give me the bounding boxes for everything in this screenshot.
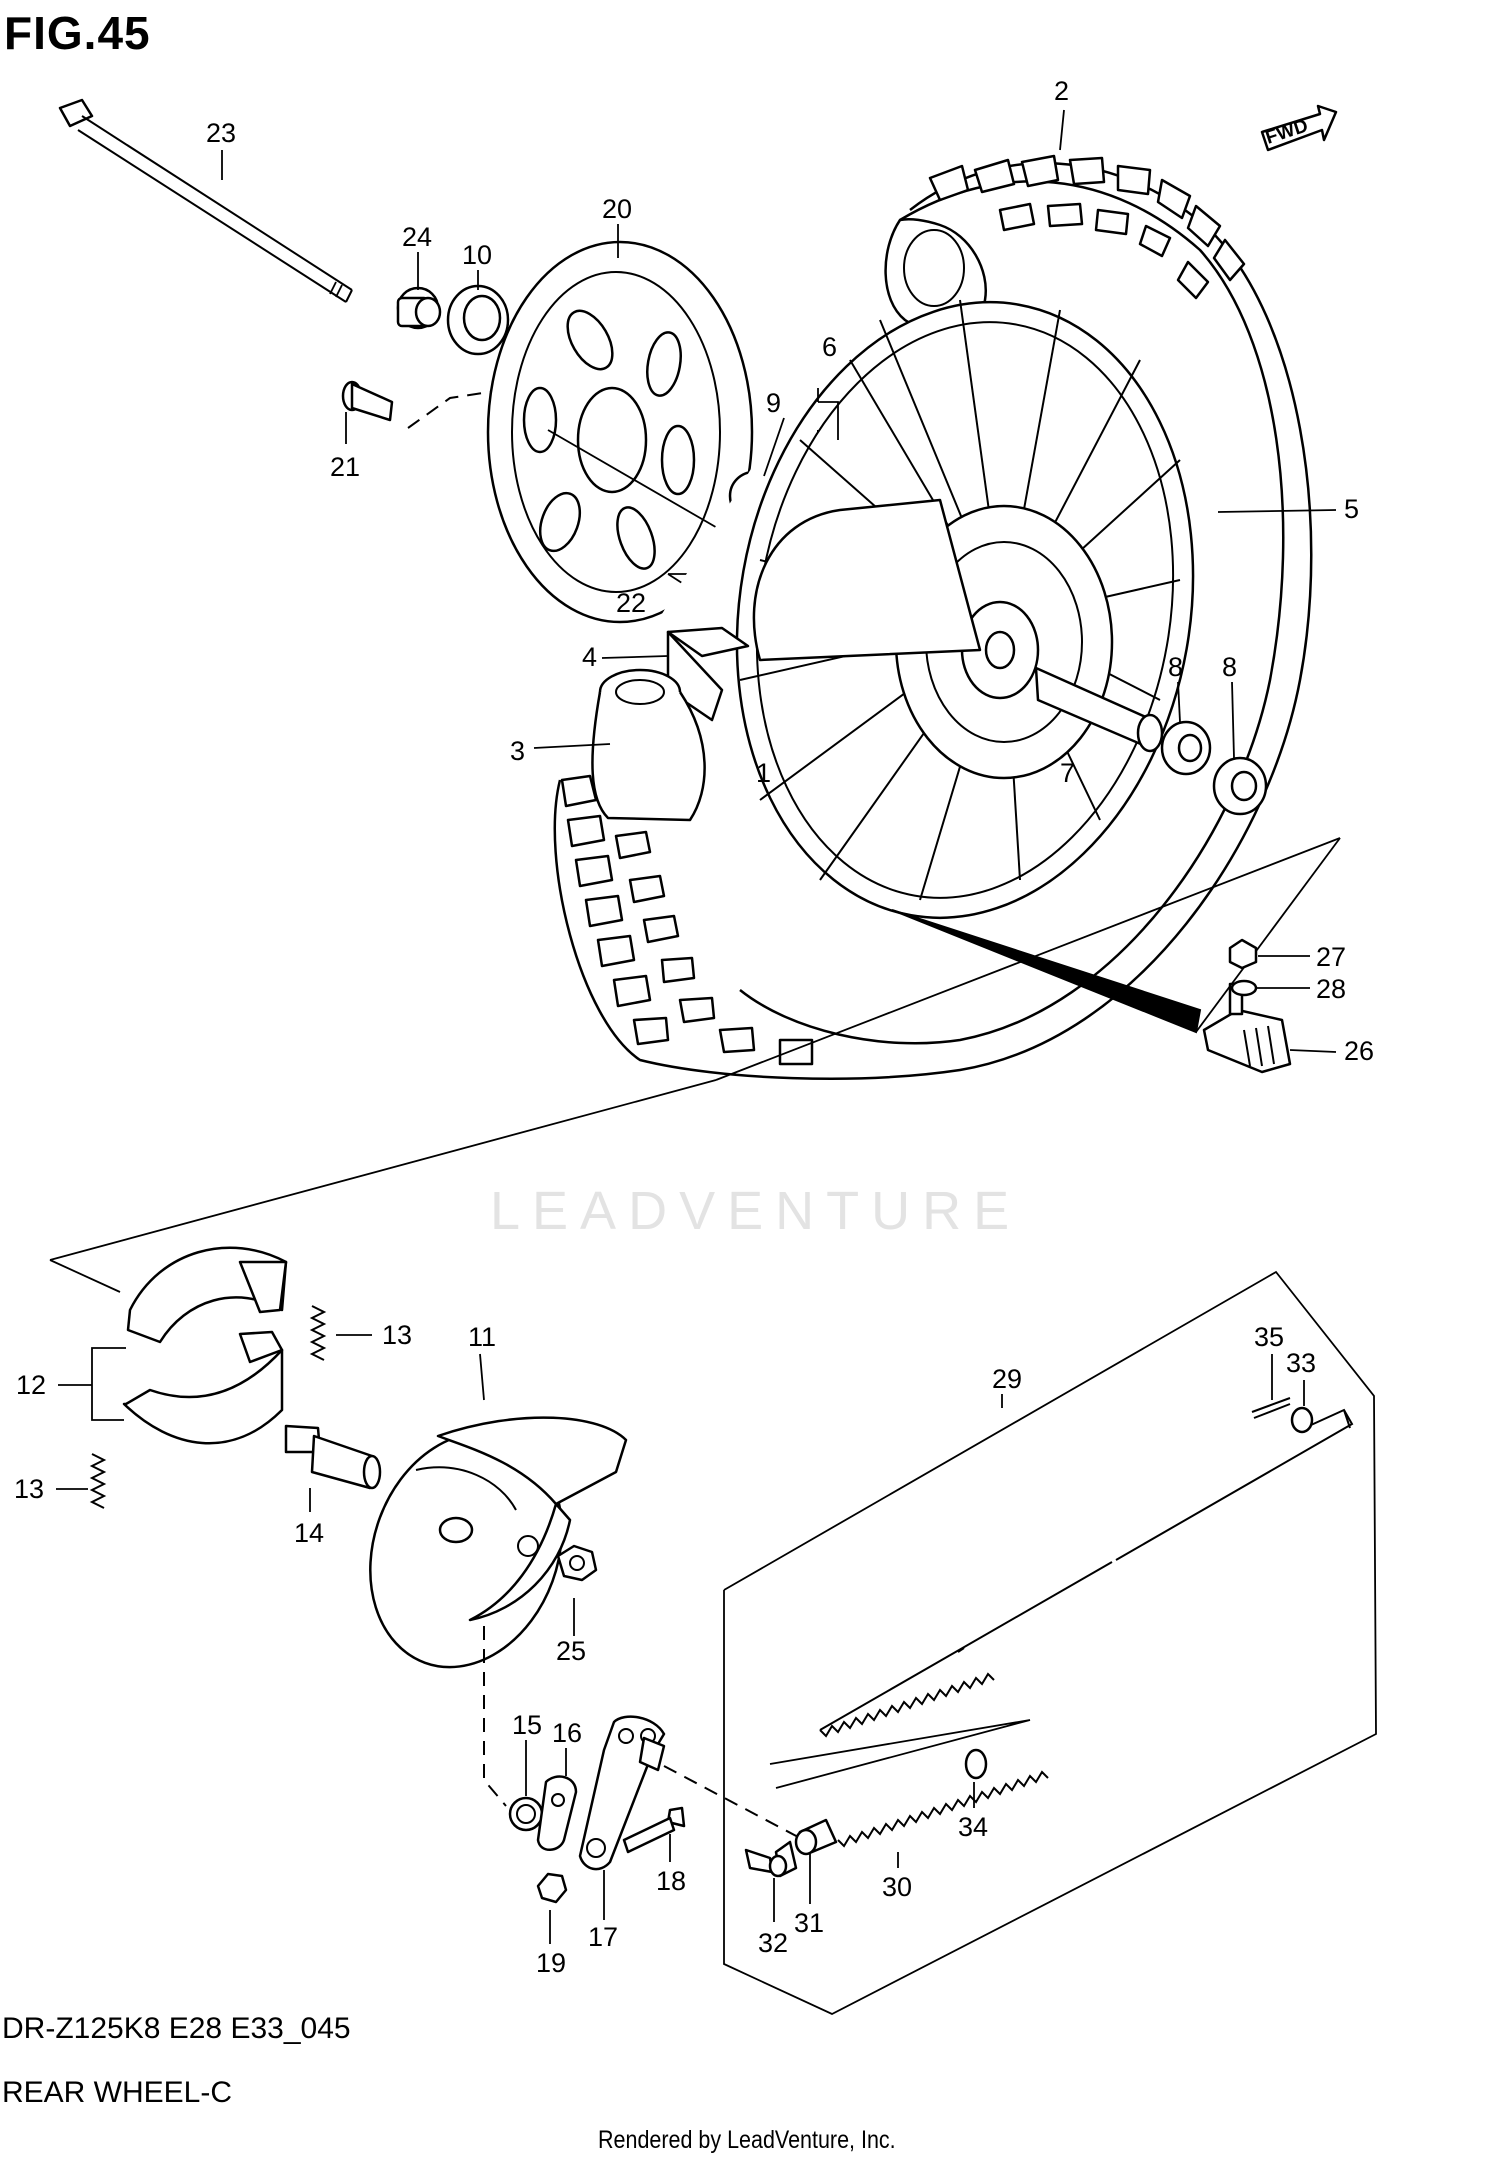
forward-direction-arrow: FWD xyxy=(1260,104,1338,152)
brake-adjusting-nut-part[interactable] xyxy=(744,1840,798,1878)
callout-8-outer: 8 xyxy=(1222,652,1237,682)
rear-axle-part[interactable] xyxy=(58,98,353,303)
wear-indicator-plate-part[interactable] xyxy=(536,1775,578,1851)
axle-spacer-part[interactable] xyxy=(396,286,442,330)
callout-6: 6 xyxy=(822,332,837,362)
callout-22: 22 xyxy=(616,588,646,618)
callout-12: 12 xyxy=(16,1370,46,1400)
callout-34: 34 xyxy=(958,1812,988,1842)
callout-29: 29 xyxy=(992,1364,1022,1394)
rim-lock-part[interactable] xyxy=(1202,982,1292,1074)
callout-3: 3 xyxy=(510,736,525,766)
callout-33: 33 xyxy=(1286,1348,1316,1378)
callout-11: 11 xyxy=(468,1322,496,1352)
section-title: REAR WHEEL-C xyxy=(2,2076,233,2109)
callout-13-upper: 13 xyxy=(382,1320,412,1350)
brake-panel-part[interactable] xyxy=(339,1406,628,1694)
rim-lock-washer-part[interactable] xyxy=(1230,979,1258,997)
callout-16: 16 xyxy=(552,1718,582,1748)
callout-21: 21 xyxy=(330,452,360,482)
brake-rod-part[interactable] xyxy=(819,1408,1354,1738)
sprocket-bolt-part[interactable] xyxy=(341,380,394,422)
callout-27: 27 xyxy=(1316,942,1346,972)
hub-axle-sleeve xyxy=(1034,666,1164,753)
cam-lever-bolt-part[interactable] xyxy=(622,1806,686,1854)
wheel-hub-part[interactable] xyxy=(752,430,1114,780)
callout-5: 5 xyxy=(1344,494,1359,524)
callout-18: 18 xyxy=(656,1866,686,1896)
rear-sprocket-part[interactable] xyxy=(486,240,754,624)
callout-9: 9 xyxy=(766,388,781,418)
callout-20: 20 xyxy=(602,194,632,224)
callout-labels: 1 2 3 4 5 6 7 8 8 9 10 11 12 13 13 14 15… xyxy=(14,76,1374,1978)
callout-23: 23 xyxy=(206,118,236,148)
callout-2: 2 xyxy=(1054,76,1069,106)
callout-13-lower: 13 xyxy=(14,1474,44,1504)
oil-seal-part[interactable] xyxy=(446,284,510,356)
callout-4: 4 xyxy=(582,642,597,672)
callout-25: 25 xyxy=(556,1636,586,1666)
callout-26: 26 xyxy=(1344,1036,1374,1066)
callout-35: 35 xyxy=(1254,1322,1284,1352)
callout-10: 10 xyxy=(462,240,492,270)
callout-32: 32 xyxy=(758,1928,788,1958)
brake-rod-spring-part[interactable] xyxy=(837,1770,1049,1848)
figure-title: FIG.45 xyxy=(4,7,151,59)
rod-washer-part[interactable] xyxy=(1290,1406,1314,1434)
model-code: DR-Z125K8 E28 E33_045 xyxy=(2,2012,351,2045)
callout-1: 1 xyxy=(756,758,771,788)
hub-bearing-outer-part[interactable] xyxy=(1212,756,1268,816)
callout-8-inner: 8 xyxy=(1168,652,1183,682)
brake-shoe-upper-part[interactable] xyxy=(126,1246,288,1344)
callout-15: 15 xyxy=(512,1710,542,1740)
callout-28: 28 xyxy=(1316,974,1346,1004)
brake-shoe-lower-part[interactable] xyxy=(122,1330,284,1445)
callout-24: 24 xyxy=(402,222,432,252)
brake-panel-nut-part[interactable] xyxy=(556,1544,598,1582)
brake-rod-joint-part[interactable] xyxy=(794,1818,838,1856)
cam-o-ring-part[interactable] xyxy=(508,1796,544,1832)
rim-lock-pointer xyxy=(891,909,1202,1034)
brake-shoe-spring-lower-part[interactable] xyxy=(89,1453,107,1509)
cotter-pin-part[interactable] xyxy=(1251,1397,1291,1419)
callout-31: 31 xyxy=(794,1908,824,1938)
callout-19: 19 xyxy=(536,1948,566,1978)
brake-rod-kit-frame xyxy=(723,1270,1377,2016)
hub-bearing-right-part[interactable] xyxy=(1160,720,1212,776)
inner-tube-part[interactable] xyxy=(591,668,706,822)
callout-17: 17 xyxy=(588,1922,618,1952)
brake-cam-lever-part[interactable] xyxy=(578,1715,666,1871)
callout-14: 14 xyxy=(294,1518,324,1548)
rim-lock-nut-part[interactable] xyxy=(1228,938,1258,970)
spring-washer-part[interactable] xyxy=(964,1748,988,1780)
callout-30: 30 xyxy=(882,1872,912,1902)
brake-shoe-spring-upper-part[interactable] xyxy=(309,1305,327,1361)
cam-lever-nut-part[interactable] xyxy=(536,1872,568,1904)
brake-cam-shaft-part[interactable] xyxy=(284,1424,382,1490)
callout-7: 7 xyxy=(1060,758,1075,788)
render-credit: Rendered by LeadVenture, Inc. xyxy=(598,2126,896,2154)
watermark: LEADVENTURE xyxy=(490,1181,1022,1241)
